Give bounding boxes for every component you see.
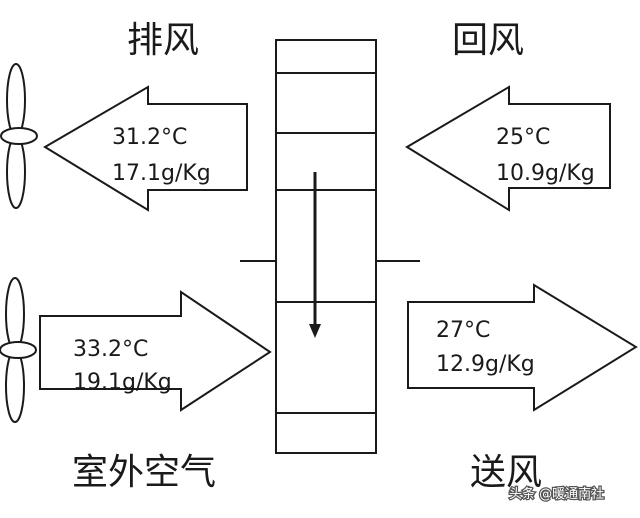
heat-exchanger-column — [275, 39, 377, 454]
return-arrow — [405, 85, 611, 212]
outdoor-air-arrow — [39, 290, 272, 412]
supply-label: 送风 — [470, 452, 542, 493]
exhaust-humidity: 17.1g/Kg — [112, 161, 211, 186]
exhaust-label: 排风 — [127, 20, 199, 61]
supply-arrow — [407, 283, 638, 412]
outdoor-fan-icon — [0, 277, 37, 423]
outdoor-air-label: 室外空气 — [72, 452, 216, 493]
exhaust-fan-icon — [0, 63, 38, 209]
return-temp: 25°C — [496, 125, 550, 150]
watermark: 头条 @暖通南社 — [509, 486, 604, 502]
supply-temp: 27°C — [436, 318, 490, 343]
return-label: 回风 — [452, 20, 524, 61]
outdoor-humidity: 19.1g/Kg — [73, 370, 172, 395]
return-humidity: 10.9g/Kg — [496, 161, 595, 186]
exhaust-temp: 31.2°C — [112, 125, 187, 150]
supply-humidity: 12.9g/Kg — [436, 352, 535, 377]
flow-down-arrow-icon — [309, 172, 321, 338]
outdoor-temp: 33.2°C — [73, 337, 148, 362]
exhaust-arrow — [43, 85, 248, 212]
